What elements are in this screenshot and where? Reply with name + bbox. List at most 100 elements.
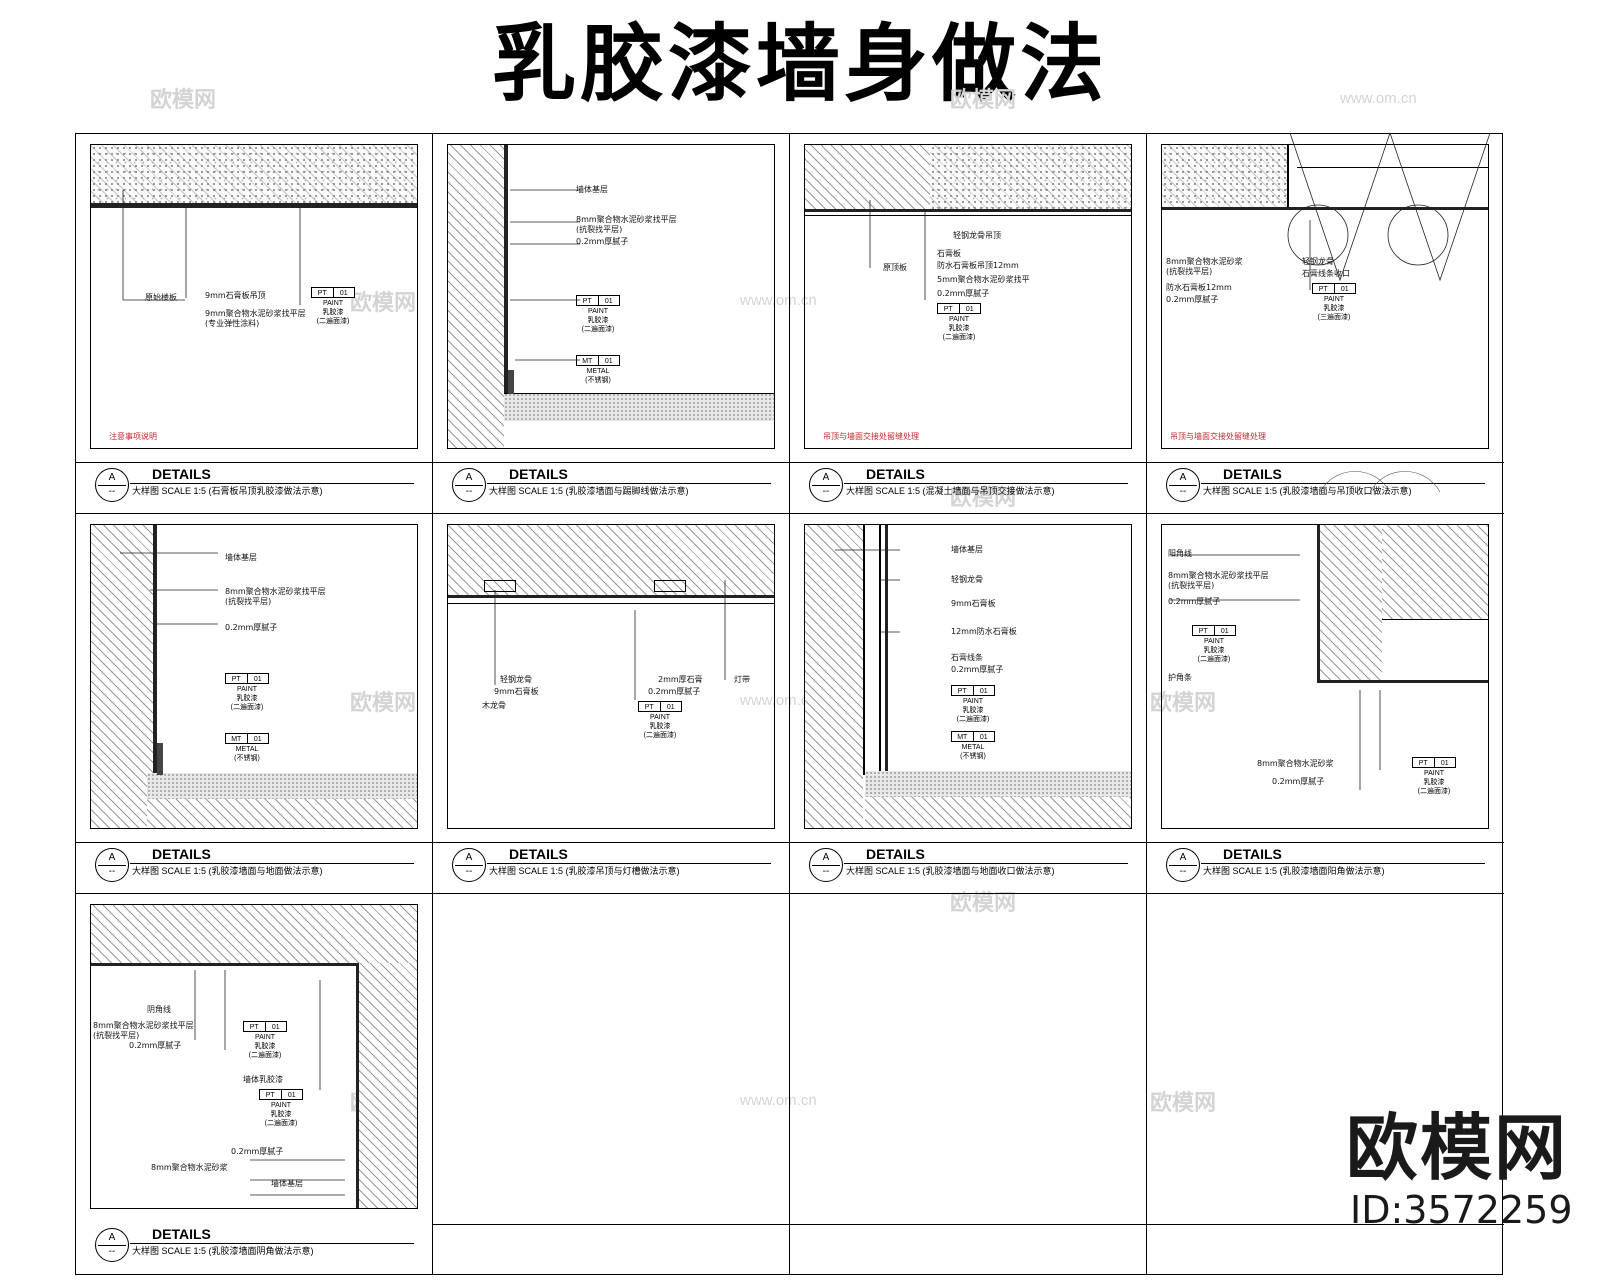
note: 0.2mm厚腻子 [1166, 295, 1219, 304]
note: 护角条 [1168, 673, 1192, 682]
note: 0.2mm厚腻子 [1272, 777, 1325, 786]
empty-panel [1147, 894, 1504, 1274]
note-red: 吊顶与墙面交接处留缝处理 [823, 432, 919, 441]
note: (抗裂找平层) [93, 1031, 140, 1040]
note: 原始楼板 [145, 293, 177, 302]
tag-name: PAINT [587, 308, 609, 315]
note: (专业弹性涂料) [205, 319, 260, 328]
detail-marker: A-- [809, 468, 843, 502]
details-label: DETAILS [509, 846, 568, 862]
note: 9mm石膏板吊顶 [205, 291, 266, 300]
tag-name: METAL [961, 744, 985, 751]
tag-name: PAINT [948, 316, 970, 323]
note: 0.2mm厚腻子 [1168, 597, 1221, 606]
detail-marker: A-- [95, 848, 129, 882]
note: 灯带 [734, 675, 750, 684]
tag-name: METAL [586, 368, 610, 375]
tag-name: PAINT [322, 300, 344, 307]
note: (二遍面漆) [1417, 788, 1451, 795]
details-label: DETAILS [152, 1226, 211, 1242]
tag-name: PAINT [1203, 638, 1225, 645]
scale-caption: 大样图 SCALE 1:5 (乳胶漆墙面阳角做法示意) [1203, 866, 1385, 876]
drawing-area: 原顶板 轻钢龙骨吊顶 石膏板 防水石膏板吊顶12mm 5mm聚合物水泥砂浆找平 … [804, 144, 1132, 449]
note: 0.2mm厚腻子 [576, 237, 629, 246]
note: 轻钢龙骨 [951, 575, 983, 584]
note: 轻钢龙骨 [1302, 257, 1334, 266]
scale-caption: 大样图 SCALE 1:5 (乳胶漆墙面与踢脚线做法示意) [489, 486, 689, 496]
watermark-logo: 欧模网 [350, 690, 417, 715]
title-block: A-- DETAILS 大样图 SCALE 1:5 (石膏板吊顶乳胶漆做法示意) [90, 464, 420, 504]
note: (二遍面漆) [248, 1052, 282, 1059]
note: 乳胶漆 [649, 723, 671, 730]
note: (不锈钢) [585, 377, 611, 384]
note: 9mm石膏板 [951, 599, 996, 608]
scale-caption: 大样图 SCALE 1:5 (乳胶漆墙面与吊顶收口做法示意) [1203, 486, 1412, 496]
scale-caption: 大样图 SCALE 1:5 (混凝土墙面与吊顶交接做法示意) [846, 486, 1055, 496]
note: 乳胶漆 [1203, 647, 1225, 654]
note: (二遍面漆) [316, 318, 350, 325]
details-label: DETAILS [152, 846, 211, 862]
note: 乳胶漆 [1323, 305, 1345, 312]
note: 8mm聚合物水泥砂浆找平层 [225, 587, 326, 596]
note: 原顶板 [883, 263, 907, 272]
note: 墙体基层 [576, 185, 608, 194]
note: 石膏线条 [951, 653, 983, 662]
watermark-url: www.om.cn [740, 692, 817, 709]
note: 轻钢龙骨 [500, 675, 532, 684]
scale-caption: 大样图 SCALE 1:5 (乳胶漆墙面与地面做法示意) [132, 866, 323, 876]
brand-id: ID:3572259 [1350, 1188, 1573, 1232]
detail-panel-3: 原顶板 轻钢龙骨吊顶 石膏板 防水石膏板吊顶12mm 5mm聚合物水泥砂浆找平 … [790, 134, 1147, 514]
detail-panel-4: 8mm聚合物水泥砂浆 (抗裂找平层) 防水石膏板12mm 0.2mm厚腻子 轻钢… [1147, 134, 1504, 514]
detail-panel-7: 墙体基层 轻钢龙骨 9mm石膏板 12mm防水石膏板 石膏线条 0.2mm厚腻子… [790, 514, 1147, 894]
note: (抗裂找平层) [1168, 581, 1215, 590]
note: 墙体乳胶漆 [243, 1075, 283, 1084]
detail-marker: A-- [452, 848, 486, 882]
note: 阴角线 [147, 1005, 171, 1014]
detail-marker: A-- [452, 468, 486, 502]
note: 乳胶漆 [962, 707, 984, 714]
detail-marker: A-- [95, 468, 129, 502]
empty-panel [433, 894, 790, 1274]
note: 防水石膏板12mm [1166, 283, 1232, 292]
details-label: DETAILS [509, 466, 568, 482]
watermark-logo: 欧模网 [150, 87, 217, 112]
note: 8mm聚合物水泥砂浆找平层 [576, 215, 677, 224]
watermark-logo: 欧模网 [950, 87, 1017, 112]
drawing-area: 8mm聚合物水泥砂浆 (抗裂找平层) 防水石膏板12mm 0.2mm厚腻子 轻钢… [1161, 144, 1489, 449]
note: (抗裂找平层) [1166, 267, 1213, 276]
note: 乳胶漆 [1423, 779, 1445, 786]
details-label: DETAILS [1223, 466, 1282, 482]
watermark-url: www.om.cn [1340, 90, 1417, 107]
tag-name: PAINT [270, 1102, 292, 1109]
note: 0.2mm厚腻子 [648, 687, 701, 696]
tag-name: PAINT [962, 698, 984, 705]
title-block: A-- DETAILS 大样图 SCALE 1:5 (乳胶漆墙面与地面做法示意) [90, 844, 420, 884]
note: (三遍面漆) [1317, 314, 1351, 321]
note: 0.2mm厚腻子 [951, 665, 1004, 674]
note: (二遍面漆) [956, 716, 990, 723]
note: (不锈钢) [960, 753, 986, 760]
note: 乳胶漆 [236, 695, 258, 702]
note: 乳胶漆 [270, 1111, 292, 1118]
brand-logo: 欧模网 [1346, 1106, 1569, 1190]
note: 9mm石膏板 [494, 687, 539, 696]
scale-caption: 大样图 SCALE 1:5 (乳胶漆吊顶与灯槽做法示意) [489, 866, 680, 876]
note-red: 注意事项说明 [109, 432, 157, 441]
note: (二遍面漆) [230, 704, 264, 711]
watermark-url: www.om.cn [740, 292, 817, 309]
title-block: A-- DETAILS 大样图 SCALE 1:5 (乳胶漆吊顶与灯槽做法示意) [447, 844, 777, 884]
